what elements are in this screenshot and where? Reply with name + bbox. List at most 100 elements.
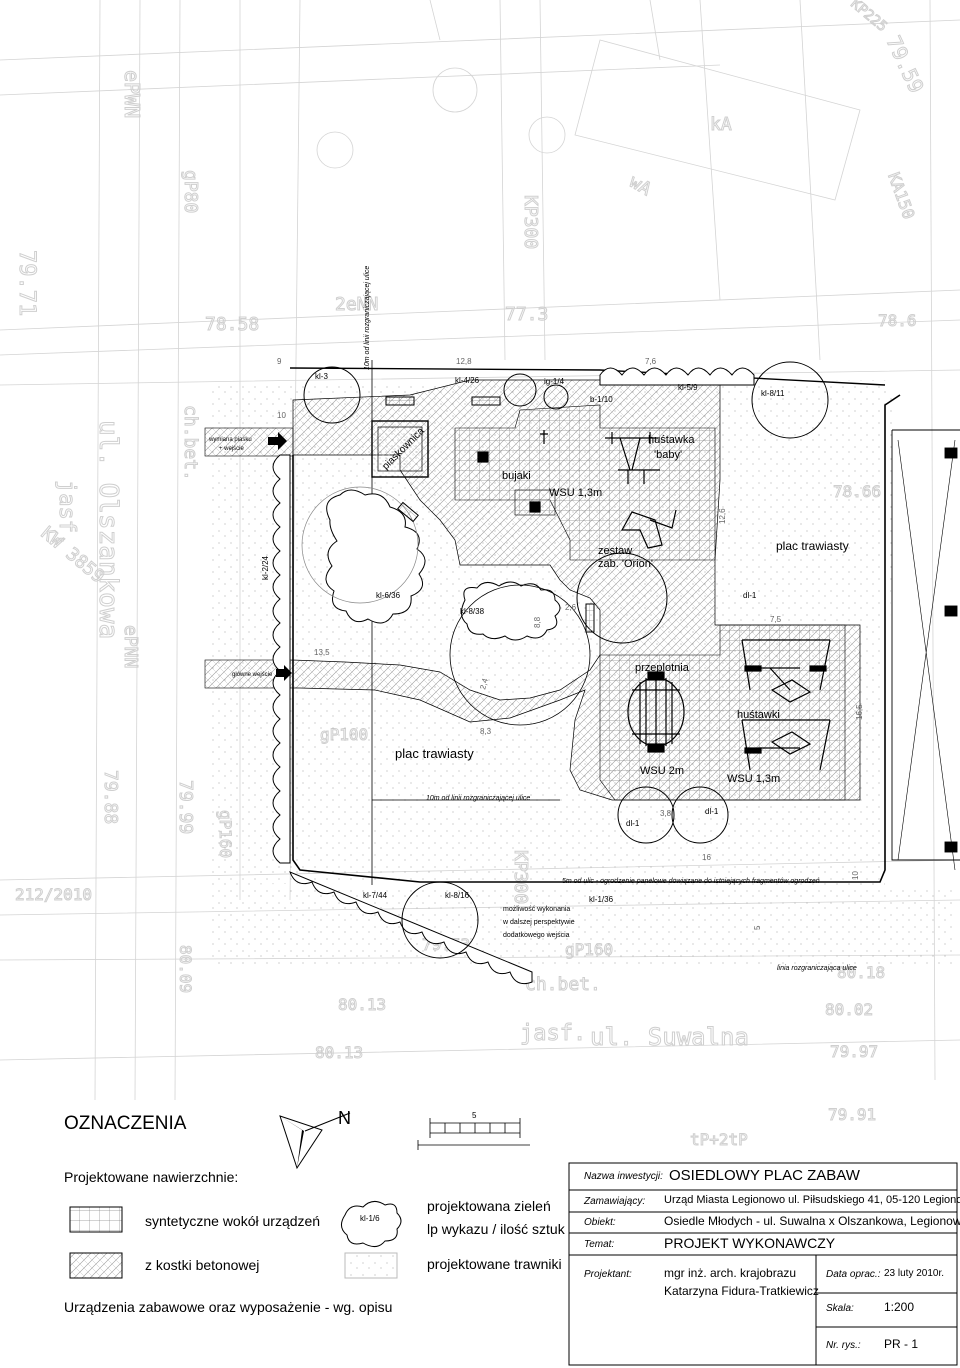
- entry-arrows: [268, 432, 292, 681]
- wsu-label-1: WSU 1,3m: [549, 487, 602, 499]
- swings-label: huśtawki: [737, 709, 780, 721]
- synthetic-surface-south: [599, 624, 846, 801]
- tb-object-label: Obiekt:: [584, 1217, 616, 1228]
- hedges: [272, 367, 755, 985]
- setback-10m-horizontal: 10m od linii rozgraniczającej ulice: [426, 795, 530, 802]
- legend-paving: z kostki betonowej: [145, 1257, 260, 1273]
- legend-swatches: [69, 1201, 402, 1279]
- legend-greenery-1: projektowana zieleń: [427, 1198, 551, 1214]
- survey-text: KA150: [884, 170, 918, 222]
- tree-tag: kl-6/36: [376, 591, 401, 600]
- survey-text: ch.bet.: [525, 974, 601, 995]
- sandbox: [371, 420, 429, 478]
- survey-text: 79.59: [881, 32, 928, 97]
- tree-tag: kl-4/26: [455, 376, 480, 385]
- main-entry-label: główne wejście: [232, 672, 273, 678]
- lawn-label-east: plac trawiasty: [776, 539, 849, 553]
- baby-swing-label-2: 'baby': [654, 449, 682, 461]
- dimension: 2,6: [565, 603, 577, 612]
- fence-note: 5m od ulic - ogrodzenie panelowe dowiąza…: [562, 878, 820, 885]
- tree-tag: kl-7/44: [363, 891, 388, 900]
- tree-tag: kl-8/38: [460, 607, 485, 616]
- dimension: 8,8: [533, 616, 542, 628]
- tree-tag: kl-8/16: [445, 891, 470, 900]
- tree-tag: dl-1: [705, 807, 719, 816]
- dimension: 12,6: [718, 508, 727, 524]
- lawn-strip-outer: [210, 885, 955, 965]
- dimension: 13,5: [314, 648, 330, 657]
- tb-investment-label: Nazwa inwestycji:: [584, 1171, 663, 1182]
- dimension: 16: [702, 853, 711, 862]
- dimension: 12,8: [456, 357, 472, 366]
- tb-scale-label: Skala:: [826, 1303, 854, 1314]
- survey-text: 79.91: [828, 1105, 876, 1124]
- survey-text: ul. Olszankowa: [93, 420, 123, 639]
- dimension-labels: 12,8 7,6 9 10 13,5 8,3 3,8 16 12,6 16,5 …: [277, 357, 864, 930]
- tb-designer-value-2: Katarzyna Fidura-Tratkiewicz: [664, 1284, 819, 1298]
- przeplotnia-label: przeplotnia: [635, 662, 690, 674]
- tree-tag: dl-1: [743, 591, 757, 600]
- wsu-label-2: WSU 2m: [640, 765, 684, 777]
- tree-tag: kl-2/24: [261, 555, 270, 580]
- tb-date-label: Data oprac.:: [826, 1269, 881, 1280]
- survey-text: kA: [710, 114, 732, 135]
- survey-text: 79.99: [175, 780, 196, 834]
- tree-tag: b-1/10: [590, 395, 613, 404]
- extra-entry-2: w dalszej perspektywie: [502, 919, 575, 926]
- title-block-frame: [568, 1162, 958, 1366]
- dimension: 9: [277, 357, 282, 366]
- survey-text: 80.09: [176, 945, 195, 993]
- scale-bar: 5: [417, 1111, 530, 1150]
- tb-investment-value: OSIEDLOWY PLAC ZABAW: [669, 1167, 860, 1184]
- street-line-label: linia rozgraniczająca ulice: [777, 965, 857, 972]
- wsu-label-3: WSU 1,3m: [727, 773, 780, 785]
- bujaki-label: bujaki: [502, 470, 531, 482]
- adjacent-building: [891, 429, 960, 871]
- legend-title: OZNACZENIA: [64, 1113, 187, 1134]
- survey-text: 79.71: [14, 250, 39, 316]
- tree-tag: kl-3: [315, 372, 328, 381]
- survey-text: KP225: [847, 0, 890, 35]
- fence-line: [292, 394, 901, 883]
- dimension: 10: [851, 871, 860, 880]
- extra-entry-3: dodatkowego wejścia: [503, 932, 570, 939]
- tb-client-value: Urząd Miasta Legionowo ul. Piłsudskiego …: [664, 1194, 960, 1206]
- survey-text: 80.13: [315, 1043, 363, 1062]
- survey-text: wA: [626, 171, 655, 200]
- survey-text: 79.97: [830, 1042, 878, 1061]
- tree-tag: dl-1: [626, 819, 640, 828]
- tree-tag: kl-1/36: [589, 895, 614, 904]
- survey-text: KP300: [520, 195, 541, 249]
- survey-text: 78.6: [878, 311, 917, 330]
- tb-scale-value: 1:200: [884, 1300, 915, 1314]
- legend-subtitle: Projektowane nawierzchnie:: [64, 1169, 239, 1185]
- survey-text: 212/2010: [15, 885, 92, 904]
- lawn-label-west: plac trawiasty: [395, 746, 474, 761]
- tb-designer-label: Projektant:: [584, 1269, 632, 1280]
- survey-text: 2eNN: [335, 294, 378, 315]
- tree-tag: kl-5/9: [678, 383, 698, 392]
- legend-greenery-2: lp wykazu / ilość sztuk: [427, 1221, 565, 1237]
- dimension: 8,3: [480, 727, 492, 736]
- survey-text: ul. Suwalna: [590, 1023, 749, 1051]
- extra-entry-1: możliwość wykonania: [503, 906, 570, 913]
- survey-text: ePNN: [120, 625, 141, 668]
- entry-sand-label-2: + wejście: [219, 446, 245, 452]
- tree-tag: kl-8/11: [761, 389, 785, 398]
- scale-bar-5: 5: [472, 1111, 477, 1120]
- survey-text: 78.58: [205, 314, 259, 335]
- north-label: N: [338, 1108, 351, 1128]
- tb-topic-value: PROJEKT WYKONAWCZY: [664, 1235, 836, 1251]
- survey-text: gP80: [180, 170, 201, 213]
- survey-text: tP+2tP: [690, 1130, 748, 1149]
- survey-text: ePWN: [120, 70, 144, 118]
- survey-text: 80.13: [338, 995, 386, 1014]
- entry-sand-label-1: wymiana piasku: [208, 437, 252, 443]
- legend-lawns: projektowane trawniki: [427, 1256, 562, 1272]
- dimension: 3,8: [660, 809, 672, 818]
- tb-designer-value-1: mgr inż. arch. krajobrazu: [664, 1266, 797, 1280]
- dimension: 7,6: [645, 357, 657, 366]
- tb-object-value: Osiedle Młodych - ul. Suwalna x Olszanko…: [664, 1214, 960, 1228]
- tb-drawing-label: Nr. rys.:: [826, 1340, 861, 1351]
